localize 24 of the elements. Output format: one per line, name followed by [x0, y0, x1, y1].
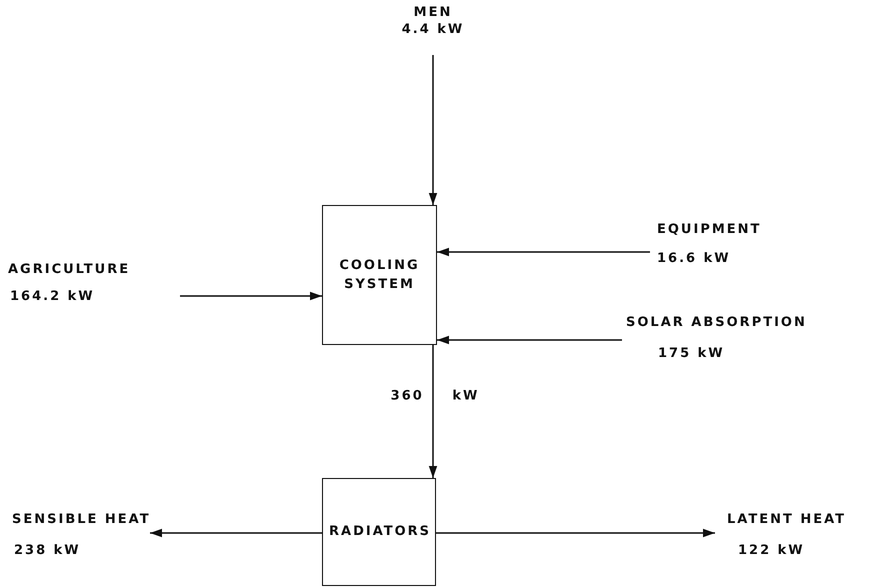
node-label: SENSIBLE HEAT [11, 512, 151, 527]
value-label: 4.4 kW [402, 22, 464, 37]
arrow [428, 345, 438, 478]
arrow [437, 336, 622, 344]
edge-label: 360 kW [390, 388, 480, 403]
node-label: AGRICULTURE [8, 262, 130, 277]
arrow [428, 55, 438, 205]
node-label: MEN [414, 5, 452, 20]
arrow [436, 528, 715, 538]
value-label: 122 kW [737, 543, 805, 558]
arrow [180, 292, 322, 300]
node-label: EQUIPMENT [656, 222, 762, 237]
value-label: 175 kW [657, 346, 725, 361]
value-label: 164.2 kW [9, 289, 95, 304]
value-label: 16.6 kW [656, 251, 731, 266]
value-label: 238 kW [13, 543, 81, 558]
arrow [437, 248, 650, 256]
node-label: COOLING SYSTEM [338, 256, 421, 294]
arrow [150, 528, 322, 538]
node-label: SOLAR ABSORPTION [625, 315, 807, 330]
node-label: RADIATORS [329, 523, 429, 542]
node-label: LATENT HEAT [726, 512, 846, 527]
process-box [322, 205, 437, 345]
process-box [322, 478, 436, 586]
